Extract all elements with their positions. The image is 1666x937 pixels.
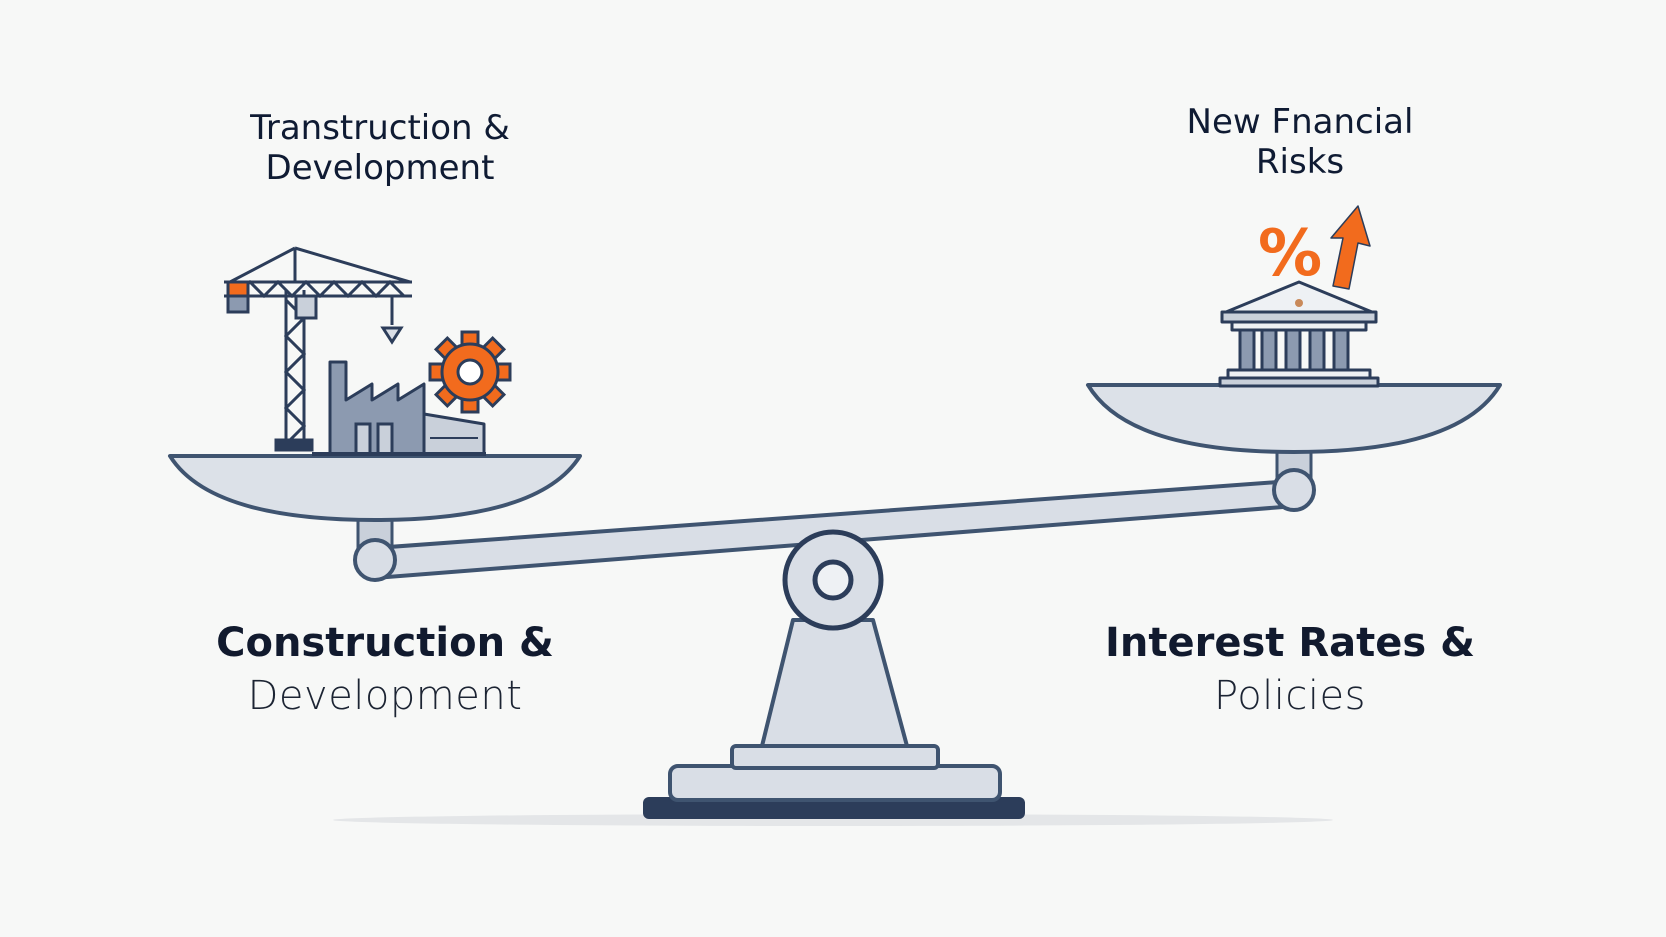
- left-icon-caption-line2: Development: [265, 148, 495, 188]
- pivot-hub: [782, 529, 884, 631]
- right-hanger: [1272, 448, 1316, 512]
- right-pan: [1086, 383, 1502, 454]
- right-title: Interest Rates & Policies: [1040, 618, 1540, 724]
- up-arrow-icon: [1330, 205, 1371, 290]
- crane-trolley: [294, 294, 318, 320]
- left-pan: [168, 454, 582, 522]
- scale-base: [643, 618, 1025, 819]
- factory-icon: [312, 360, 486, 456]
- left-title-bold: Construction &: [216, 620, 554, 666]
- bank-building-icon: [1218, 280, 1380, 388]
- right-icon-caption-line2: Risks: [1255, 142, 1345, 182]
- percent-icon: %: [1258, 217, 1322, 291]
- left-title: Construction & Development: [160, 618, 610, 724]
- ground-shadow: [333, 814, 1333, 826]
- gear-icon: [428, 330, 512, 414]
- left-icon-caption: Transtruction & Development: [150, 108, 610, 188]
- right-title-light: Policies: [1214, 673, 1366, 719]
- crane-counterweight: [226, 280, 250, 298]
- right-icon-caption: New Fnancial Risks: [1060, 102, 1540, 182]
- left-title-light: Development: [247, 673, 523, 719]
- left-icon-caption-line1: Transtruction &: [250, 108, 510, 148]
- right-icon-caption-line1: New Fnancial: [1186, 102, 1414, 142]
- crane-cab: [226, 294, 250, 314]
- right-title-bold: Interest Rates &: [1105, 620, 1475, 666]
